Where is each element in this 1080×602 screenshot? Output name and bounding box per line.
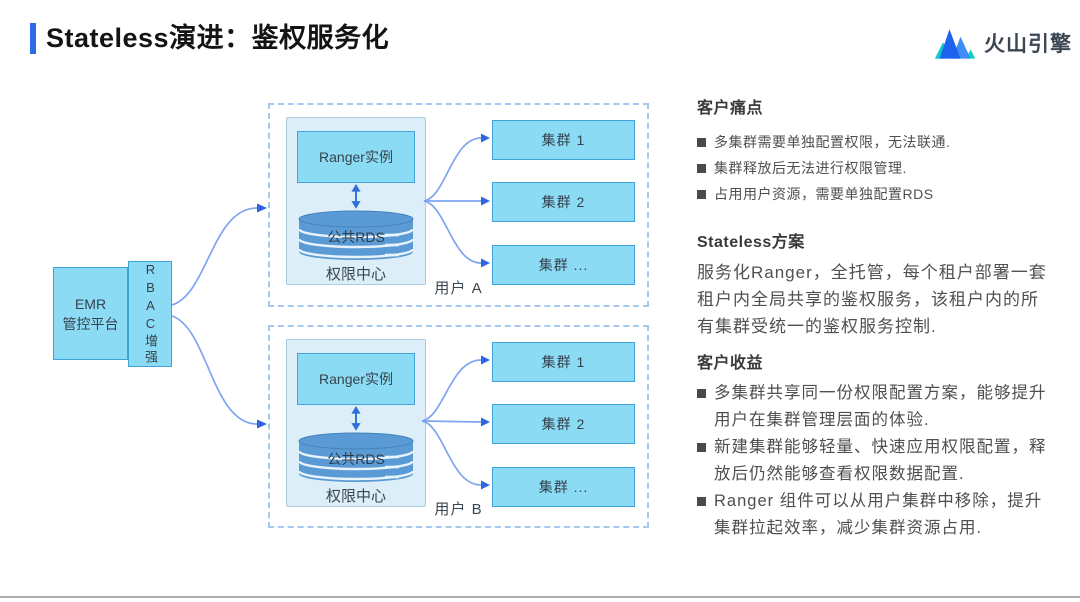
page-title: Stateless演进：鉴权服务化: [46, 23, 390, 53]
permission-center-label: 权限中心: [325, 266, 386, 283]
benefits-heading: 客户收益: [697, 355, 764, 372]
ranger-instance-box-a: Ranger实例: [297, 131, 415, 184]
cluster-box: 集群 ...: [492, 467, 635, 507]
pain-heading: 客户痛点: [697, 100, 764, 117]
solution-heading: Stateless方案: [697, 234, 805, 251]
benefits-list: 多集群共享同一份权限配置方案，能够提升用户在集群管理层面的体验. 新建集群能够轻…: [697, 380, 1049, 542]
bullet-text: 新建集群能够轻量、快速应用权限配置，释放后仍然能够查看权限数据配置.: [714, 438, 1047, 483]
permission-center-panel-b: Ranger实例 公共RDS 权限中心: [286, 339, 426, 507]
rds-label: 公共RDS: [327, 229, 385, 245]
bullet-text: 多集群需要单独配置权限，无法联通.: [714, 134, 951, 150]
bidirectional-arrow-icon: [351, 406, 361, 431]
list-item: 多集群需要单独配置权限，无法联通.: [697, 129, 1049, 155]
ranger-instance-box-b: Ranger实例: [297, 353, 415, 406]
user-b-label: 用户 B: [434, 501, 483, 518]
user-group-a: Ranger实例 公共RDS 权限中心: [268, 103, 649, 307]
bullet-text: 集群释放后无法进行权限管理.: [714, 160, 907, 176]
solution-body: 服务化Ranger，全托管，每个租户部署一套租户内全局共享的鉴权服务，该租户内的…: [697, 263, 1047, 336]
title-accent-bar: [30, 23, 36, 54]
volcano-engine-logo: 火山引擎: [933, 24, 1072, 62]
shared-rds-cylinder: 公共RDS: [297, 210, 415, 262]
bullet-text: 多集群共享同一份权限配置方案，能够提升用户在集群管理层面的体验.: [714, 384, 1047, 429]
pain-list: 多集群需要单独配置权限，无法联通. 集群释放后无法进行权限管理. 占用用户资源，…: [697, 129, 1049, 207]
bullet-square-icon: [697, 443, 706, 452]
permission-center-label: 权限中心: [325, 488, 386, 505]
database-icon: [297, 432, 415, 482]
list-item: 占用用户资源，需要单独配置RDS: [697, 181, 1049, 207]
emr-platform-label: EMR 管控平台: [62, 295, 119, 332]
permission-center-panel-a: Ranger实例 公共RDS 权限中心: [286, 117, 426, 285]
list-item: 多集群共享同一份权限配置方案，能够提升用户在集群管理层面的体验.: [697, 380, 1049, 434]
list-item: 集群释放后无法进行权限管理.: [697, 155, 1049, 181]
logo-text: 火山引擎: [984, 33, 1072, 56]
bidirectional-arrow-icon: [351, 184, 361, 209]
rds-label: 公共RDS: [327, 451, 385, 467]
list-item: Ranger 组件可以从用户集群中移除，提升集群拉起效率，减少集群资源占用.: [697, 488, 1049, 542]
rbac-enhance-label: RBAC增强: [143, 262, 158, 366]
bullet-square-icon: [697, 389, 706, 398]
mountain-icon: [934, 29, 976, 59]
bullet-square-icon: [697, 164, 706, 173]
cluster-box: 集群 2: [492, 404, 635, 444]
list-item: 新建集群能够轻量、快速应用权限配置，释放后仍然能够查看权限数据配置.: [697, 434, 1049, 488]
bullet-square-icon: [697, 190, 706, 199]
bullet-text: 占用用户资源，需要单独配置RDS: [714, 186, 934, 202]
shared-rds-cylinder: 公共RDS: [297, 432, 415, 484]
cluster-box: 集群 1: [492, 342, 635, 382]
cluster-box: 集群 1: [492, 120, 635, 160]
cluster-box: 集群 2: [492, 182, 635, 222]
emr-platform-box: EMR 管控平台: [53, 267, 128, 360]
bullet-text: Ranger 组件可以从用户集群中移除，提升集群拉起效率，减少集群资源占用.: [714, 492, 1043, 537]
bullet-square-icon: [697, 138, 706, 147]
database-icon: [297, 210, 415, 260]
user-group-b: Ranger实例 公共RDS 权限中心: [268, 325, 649, 528]
info-column: 客户痛点 多集群需要单独配置权限，无法联通. 集群释放后无法进行权限管理. 占用…: [697, 99, 1049, 542]
rbac-enhance-box: RBAC增强: [128, 261, 172, 367]
user-a-label: 用户 A: [434, 280, 483, 297]
bullet-square-icon: [697, 497, 706, 506]
cluster-box: 集群 ...: [492, 245, 635, 285]
bottom-divider: [0, 596, 1080, 598]
